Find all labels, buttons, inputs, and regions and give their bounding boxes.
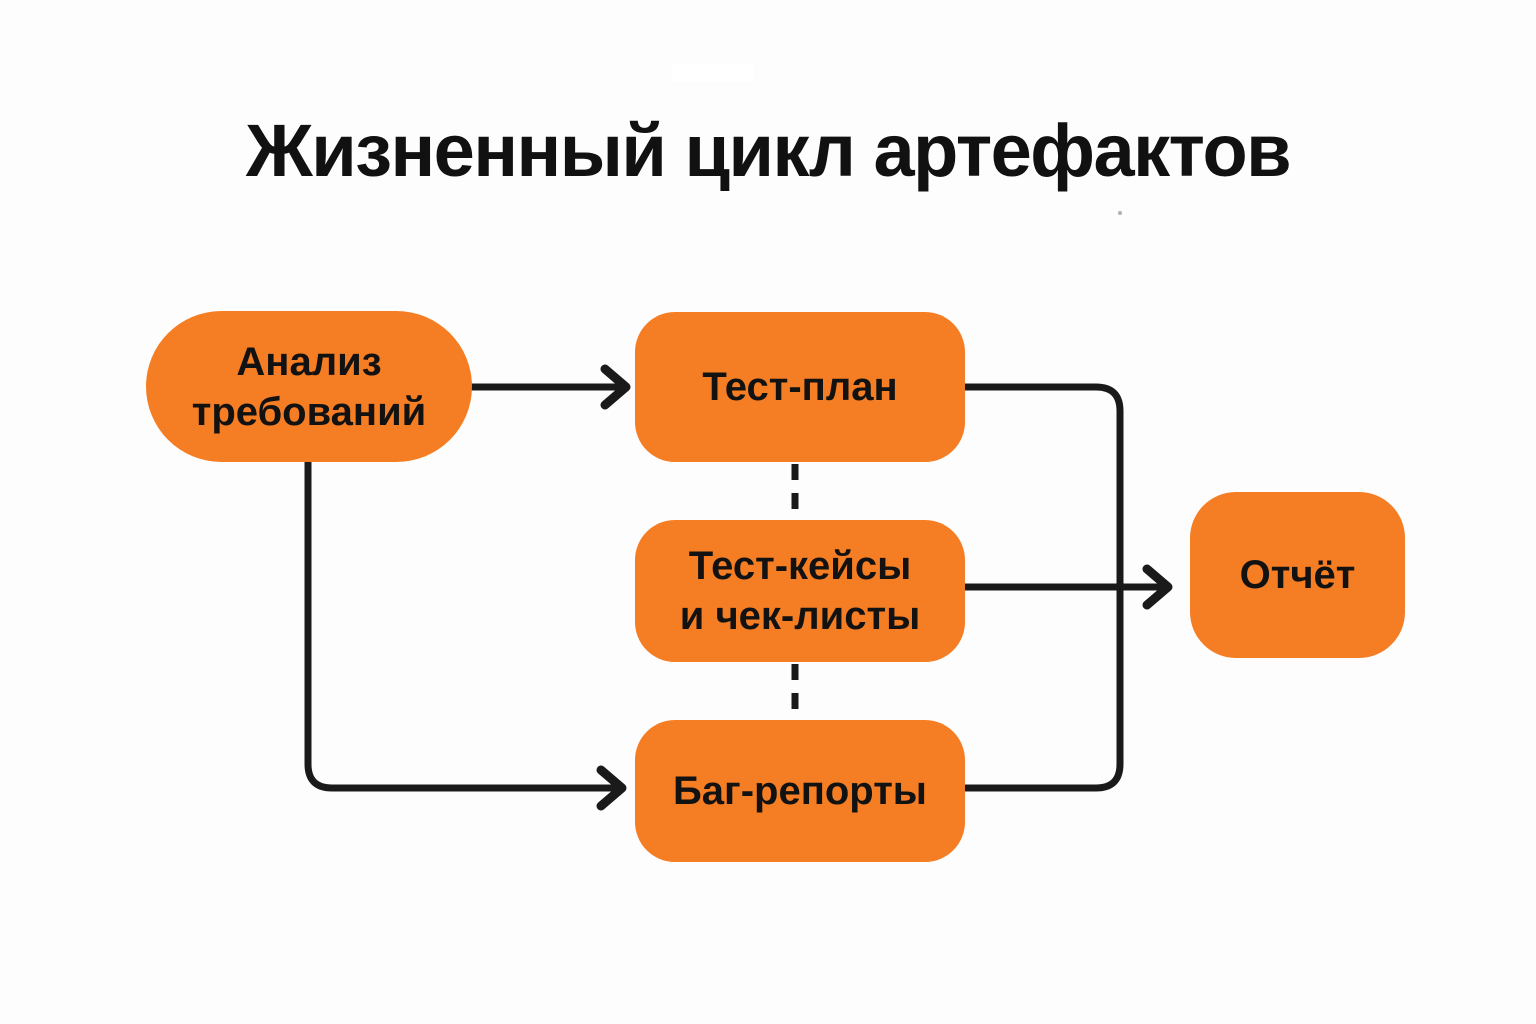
node-analysis: Анализ требований [146, 311, 472, 462]
arrowhead-icon [600, 364, 631, 410]
node-label-line: Тест-кейсы [688, 544, 912, 588]
node-label-line: Анализ [236, 339, 382, 384]
node-label-line: Баг-репорты [673, 769, 927, 813]
node-bug-reports: Баг-репорты [635, 720, 965, 862]
node-label-line: Тест-план [702, 365, 898, 409]
node-label-line: и чек-листы [679, 594, 921, 638]
arrowhead-icon [596, 765, 627, 811]
edge-analysis-to-test-plan [468, 364, 631, 410]
arrowhead-icon [1142, 564, 1173, 610]
node-test-plan: Тест-план [635, 312, 965, 462]
edge-analysis-to-bug-reports [304, 458, 627, 811]
background-artifact-rect [672, 64, 753, 82]
stray-dot [1118, 211, 1122, 215]
edge-test-cases-to-report [961, 564, 1173, 610]
node-label-line: требований [191, 389, 427, 434]
node-test-cases: Тест-кейсы и чек-листы [635, 520, 965, 662]
page-title: Жизненный цикл артефактов [245, 109, 1292, 192]
node-label-line: Отчёт [1239, 553, 1356, 597]
node-report: Отчёт [1190, 492, 1405, 658]
